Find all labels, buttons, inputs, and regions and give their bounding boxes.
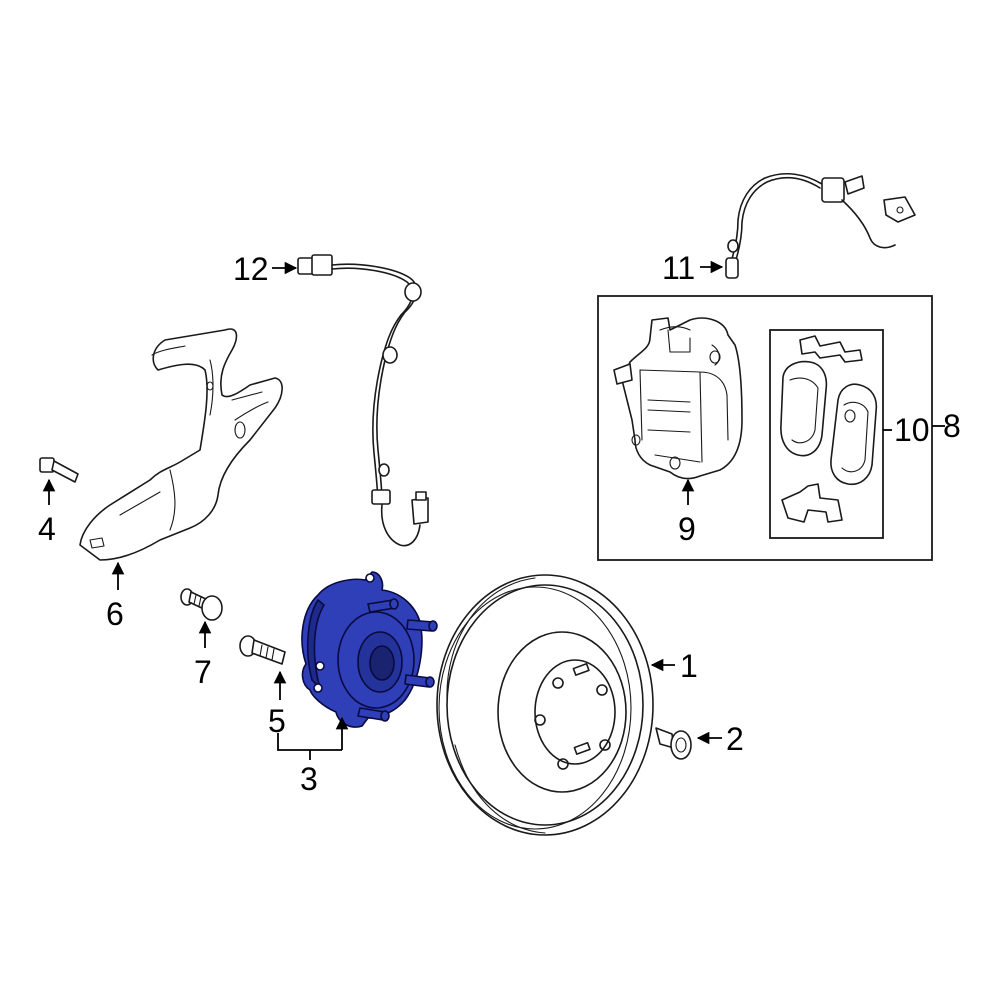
callout-1: 1: [680, 648, 698, 684]
callout-8: 8: [943, 408, 961, 444]
callout-leaders: [42, 260, 945, 760]
callout-3: 3: [300, 761, 318, 797]
callout-6: 6: [106, 596, 124, 632]
flange-bolt[interactable]: [180, 588, 223, 621]
brake-rotor[interactable]: [436, 574, 654, 836]
callout-11: 11: [662, 250, 695, 286]
hub-bearing-assembly[interactable]: [301, 571, 438, 728]
callout-10: 10: [894, 412, 930, 448]
callout-7: 7: [194, 654, 212, 690]
wheel-studs: [357, 598, 438, 722]
pad-kit-box: [769, 329, 884, 539]
callout-5: 5: [268, 703, 286, 739]
caliper-kit-box: [597, 295, 933, 561]
brake-caliper[interactable]: [613, 317, 743, 480]
shield-bolt[interactable]: [39, 457, 79, 483]
front-wheel-speed-sensor[interactable]: [297, 254, 429, 547]
callout-2: 2: [726, 721, 744, 757]
callout-9: 9: [678, 511, 696, 547]
brake-pads[interactable]: [780, 335, 878, 523]
hub-bolt[interactable]: [239, 635, 286, 665]
callout-12: 12: [233, 251, 269, 287]
splash-shield[interactable]: [79, 328, 283, 561]
rear-wheel-speed-sensor[interactable]: [725, 172, 916, 279]
callout-4: 4: [38, 511, 56, 547]
rotor-screw[interactable]: [655, 727, 692, 760]
